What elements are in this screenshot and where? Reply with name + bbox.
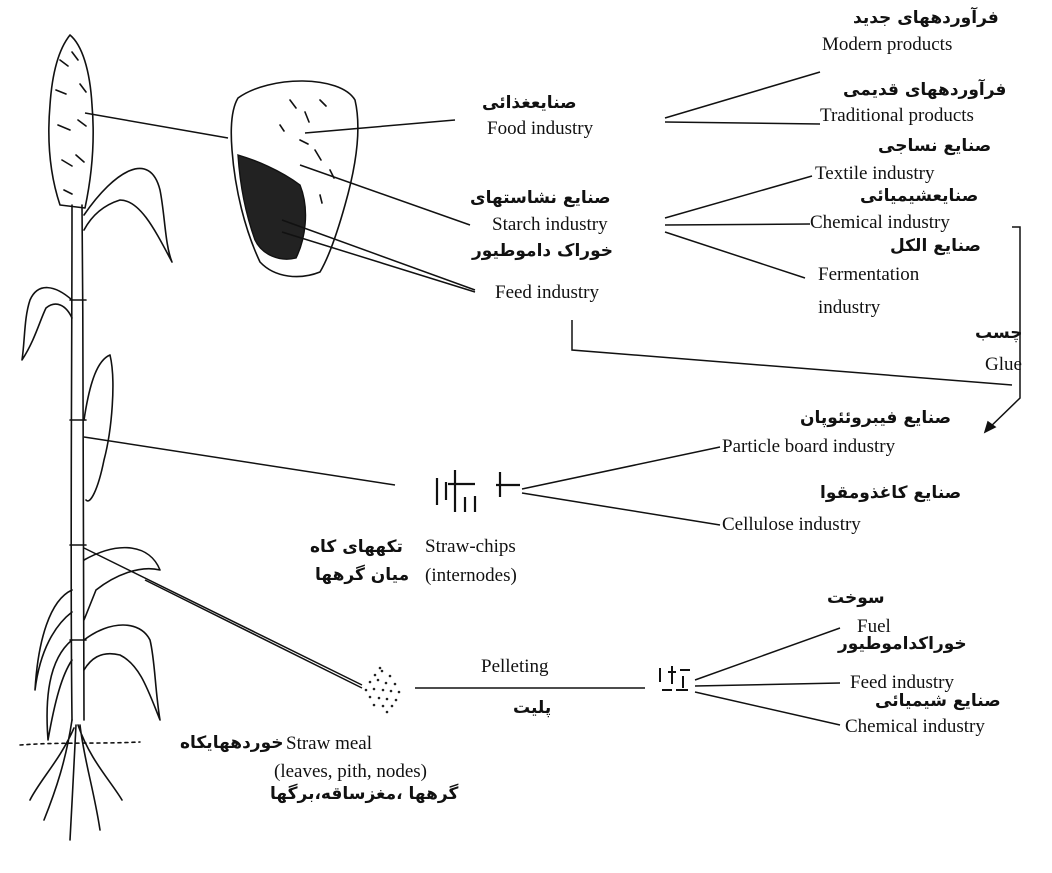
traditional-products-fa: فرآوردههای قدیمی [843, 82, 1006, 99]
glue-en: Glue [985, 355, 1022, 374]
straw-meal-sub-fa: گرهها ،مغزساقه،برگها [270, 786, 458, 803]
pelleting-fa: پلیت [513, 700, 551, 717]
straw-meal-sub-en: (leaves, pith, nodes) [274, 762, 427, 781]
food-industry-fa: صنایعغذائی [482, 95, 577, 112]
chemical-industry-1-fa: صنایعشیمیائی [860, 188, 978, 205]
roots [30, 720, 122, 840]
textile-industry-en: Textile industry [815, 164, 935, 183]
leaf-lower-right [84, 548, 160, 620]
particle-board-fa: صنایع فیبروئئوپان [800, 410, 951, 427]
textile-industry-fa: صنایع نساجی [878, 138, 991, 155]
sorghum-plant-illustration [20, 35, 172, 840]
feed-industry-en: Feed industry [495, 283, 599, 302]
fermentation-industry-en-line2: industry [818, 298, 880, 317]
straw-chips-en: Straw-chips [425, 537, 516, 556]
starch-industry-en: Starch industry [492, 215, 608, 234]
feed-industry-2-fa: خوراکداموطیور [838, 636, 967, 653]
starch-industry-fa: صنایع نشاستهای [470, 190, 611, 207]
glue-fa: چسب [975, 325, 1023, 342]
chemical-industry-2-fa: صنایع شیمیائی [875, 693, 1001, 710]
particle-board-en: Particle board industry [722, 437, 895, 456]
food-industry-en: Food industry [487, 119, 593, 138]
stem-left [71, 205, 72, 720]
feed-industry-fa: خوراک داموطیور [472, 243, 613, 260]
pellets-symbol [660, 666, 690, 690]
feed-industry-2-en: Feed industry [850, 673, 954, 692]
fermentation-industry-en-line1: Fermentation [818, 265, 919, 284]
pelleting-en: Pelleting [481, 657, 549, 676]
straw-meal-en: Straw meal [286, 734, 372, 753]
cellulose-fa: صنایع کاغذومقوا [820, 485, 961, 502]
leaf-upper-right [84, 168, 172, 262]
straw-chips-fa: تکههای کاه [310, 539, 403, 556]
traditional-products-en: Traditional products [820, 106, 974, 125]
modern-products-fa: فرآوردههای جدید [853, 10, 999, 27]
panicle [49, 35, 93, 208]
straw-chips-symbol [437, 470, 520, 512]
leaf-lower-left [35, 590, 72, 690]
internodes-en: (internodes) [425, 566, 517, 585]
leaf-middle-left [22, 288, 72, 360]
cellulose-en: Cellulose industry [722, 515, 861, 534]
ground-line [20, 742, 140, 745]
leaf-lower-left-2 [47, 640, 72, 740]
leaf-sheath-right [84, 355, 113, 501]
internodes-fa: میان گرهها [315, 567, 409, 584]
straw-meal-fa: خوردههایکاه [180, 735, 284, 752]
modern-products-en: Modern products [822, 35, 952, 54]
fermentation-industry-fa: صنایع الکل [890, 238, 981, 255]
fuel-fa: سوخت [827, 590, 885, 607]
straw-meal-symbol [365, 667, 401, 714]
panicle-texture [56, 52, 86, 194]
chemical-industry-2-en: Chemical industry [845, 717, 985, 736]
stem-right [82, 205, 84, 720]
chemical-industry-1-en: Chemical industry [810, 213, 950, 232]
leaf-lower-right-2 [84, 625, 160, 720]
